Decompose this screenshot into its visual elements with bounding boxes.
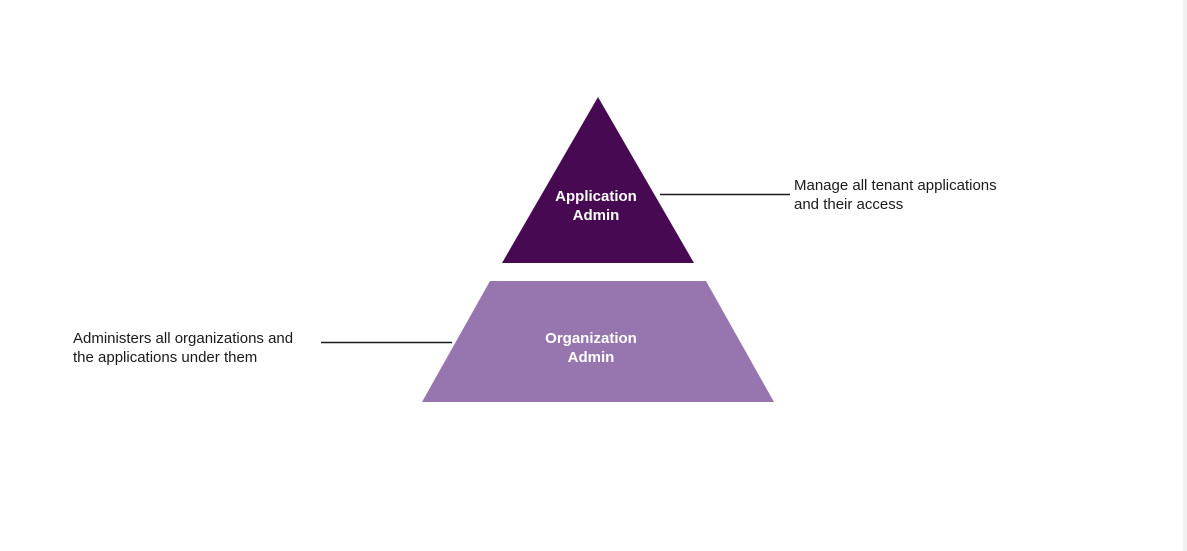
application-admin-tier [502, 97, 694, 263]
organization-admin-label: Organization Admin [545, 330, 637, 366]
page-edge [1183, 0, 1187, 551]
application-admin-description: Manage all tenant applications and their… [794, 177, 997, 213]
organization-admin-tier [422, 281, 774, 402]
application-admin-label: Application Admin [555, 188, 637, 224]
organization-admin-description: Administers all organizations and the ap… [73, 330, 294, 366]
